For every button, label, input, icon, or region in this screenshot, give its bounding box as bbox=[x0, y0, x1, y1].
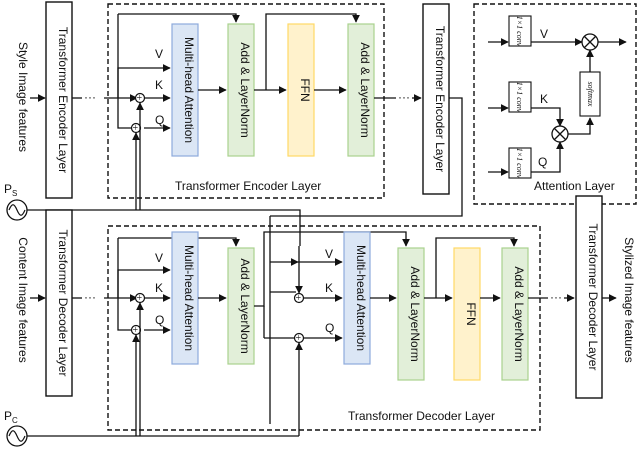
enc-ffn-block: FFN bbox=[287, 23, 315, 157]
encoder-dashed-frame bbox=[107, 3, 385, 199]
svg-text:+: + bbox=[133, 123, 139, 134]
enc-k-label: K bbox=[155, 78, 163, 92]
pc-positional-encoding-icon bbox=[6, 425, 28, 447]
svg-text:FFN: FFN bbox=[464, 302, 478, 325]
attention-layer-title: Attention Layer bbox=[534, 179, 615, 193]
ellipsis-enc-left: ··· bbox=[84, 90, 96, 104]
svg-text:1×1 conv: 1×1 conv bbox=[515, 16, 524, 47]
attn-conv-box-v: 1×1 conv bbox=[508, 15, 532, 47]
decoder-dashed-frame bbox=[107, 225, 541, 431]
ellipsis-dec-left: ··· bbox=[84, 290, 96, 304]
enc-add-layernorm-block-1: Add & LayerNorm bbox=[227, 23, 255, 157]
svg-text:1×1 conv: 1×1 conv bbox=[515, 148, 524, 179]
attn-softmax-box: softmax bbox=[579, 71, 601, 117]
svg-text:Add & LayerNorm: Add & LayerNorm bbox=[512, 266, 526, 361]
enc-multi-head-attention-block: Multi-head Attention bbox=[171, 23, 199, 157]
attention-layer-panel bbox=[473, 3, 637, 205]
style-image-features-label: Style Image features bbox=[16, 42, 30, 152]
stylized-image-features-label: Stylized Image features bbox=[622, 237, 636, 362]
ellipsis-dec-right: ··· bbox=[550, 290, 562, 304]
dec-add-layernorm-block-3: Add & LayerNorm bbox=[501, 247, 529, 381]
decoder-layer-box-right: Transformer Decoder Layer bbox=[575, 195, 603, 399]
attn-q-label: Q bbox=[538, 155, 547, 169]
enc-q-label: Q bbox=[155, 113, 164, 127]
enc-add-layernorm-block-2: Add & LayerNorm bbox=[347, 23, 375, 157]
dec-k-label-1: K bbox=[155, 281, 163, 295]
svg-text:Multi-head Attention: Multi-head Attention bbox=[354, 245, 368, 351]
enc-add-layernorm-label-2: Add & LayerNorm bbox=[358, 42, 372, 137]
dec-k-label-2: K bbox=[325, 281, 333, 295]
attn-conv-box-k: 1×1 conv bbox=[508, 81, 532, 113]
dec-v-label-2: V bbox=[325, 247, 333, 261]
svg-text:Multi-head Attention: Multi-head Attention bbox=[182, 245, 196, 351]
attn-k-label: K bbox=[540, 92, 548, 106]
svg-text:Add & LayerNorm: Add & LayerNorm bbox=[408, 266, 422, 361]
dec-add-layernorm-block-1: Add & LayerNorm bbox=[227, 247, 255, 365]
svg-text:+: + bbox=[137, 293, 143, 304]
enc-multi-head-attention-label: Multi-head Attention bbox=[182, 37, 196, 143]
dec-ffn-block: FFN bbox=[453, 247, 481, 381]
dec-multi-head-attention-block-1: Multi-head Attention bbox=[171, 231, 199, 365]
decoder-layer-box-left-label: Transformer Decoder Layer bbox=[56, 230, 70, 377]
enc-add-layernorm-label-1: Add & LayerNorm bbox=[238, 42, 252, 137]
decoder-layer-box-right-label: Transformer Decoder Layer bbox=[586, 224, 600, 371]
encoder-layer-box-right: Transformer Encoder Layer bbox=[422, 3, 450, 195]
svg-text:1×1 conv: 1×1 conv bbox=[515, 82, 524, 113]
encoder-layer-box-left-label: Transformer Encoder Layer bbox=[56, 27, 70, 173]
dec-q-label-1: Q bbox=[155, 313, 164, 327]
dec-multi-head-attention-block-2: Multi-head Attention bbox=[343, 231, 371, 365]
svg-text:Add & LayerNorm: Add & LayerNorm bbox=[238, 258, 252, 353]
attn-multiply-node-top bbox=[581, 33, 599, 51]
dec-v-label-1: V bbox=[155, 251, 163, 265]
ps-positional-encoding-icon bbox=[6, 199, 28, 221]
attn-v-label: V bbox=[540, 27, 548, 41]
transformer-encoder-layer-caption: Transformer Encoder Layer bbox=[175, 179, 321, 193]
attn-multiply-node-mid bbox=[551, 125, 569, 143]
svg-text:+: + bbox=[137, 93, 143, 104]
svg-text:+: + bbox=[133, 325, 139, 336]
svg-text:+: + bbox=[296, 333, 302, 344]
ps-label: PS bbox=[4, 182, 17, 198]
content-image-features-label: Content Image features bbox=[16, 237, 30, 362]
svg-text:+: + bbox=[296, 293, 302, 304]
encoder-layer-box-right-label: Transformer Encoder Layer bbox=[433, 26, 447, 172]
attn-conv-box-q: 1×1 conv bbox=[508, 147, 532, 179]
ellipsis-enc-right: ··· bbox=[398, 90, 410, 104]
enc-ffn-label: FFN bbox=[298, 78, 312, 101]
encoder-layer-box-left: Transformer Encoder Layer bbox=[45, 1, 73, 199]
dec-q-label-2: Q bbox=[325, 321, 334, 335]
enc-v-label: V bbox=[155, 47, 163, 61]
dec-add-layernorm-block-2: Add & LayerNorm bbox=[397, 247, 425, 381]
transformer-decoder-layer-caption: Transformer Decoder Layer bbox=[348, 409, 495, 423]
svg-text:softmax: softmax bbox=[586, 82, 595, 107]
pc-label: PC bbox=[4, 409, 18, 425]
decoder-layer-box-left: Transformer Decoder Layer bbox=[45, 209, 73, 397]
